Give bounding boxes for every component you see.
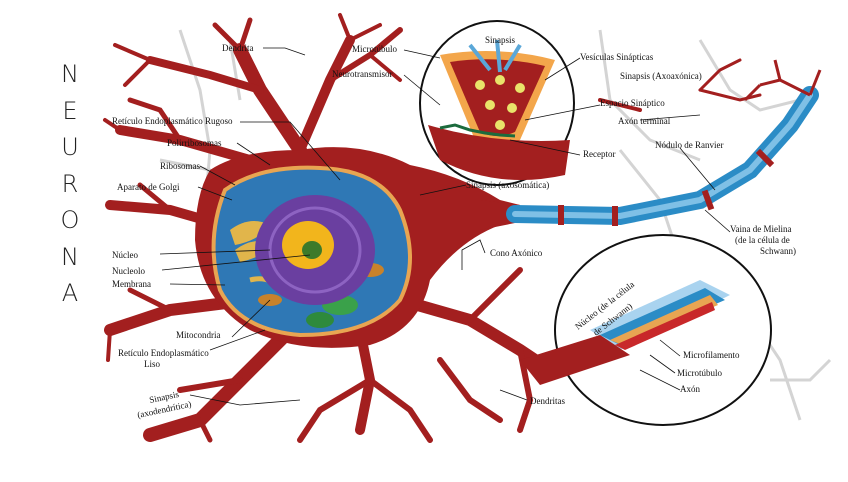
- label-axon-terminal: Axón terminal: [618, 116, 671, 126]
- label-receptor: Receptor: [583, 149, 615, 159]
- title-letter: U: [61, 133, 79, 161]
- axon-inset: [520, 234, 772, 426]
- title-letter: O: [60, 206, 80, 234]
- label-vesiculas: Vesículas Sinápticas: [580, 52, 654, 62]
- ranvier-nodes: [558, 148, 775, 226]
- title-letter: N: [61, 242, 79, 271]
- label-dendrita: Dendrita: [222, 43, 254, 53]
- title-letter: R: [61, 169, 79, 198]
- vertical-title: N E U R O N A: [50, 56, 90, 312]
- label-neurotransmisor: Neurotransmisor: [332, 69, 393, 79]
- label-reticulo-liso-2: Liso: [144, 359, 161, 369]
- leader-lines: [159, 47, 731, 406]
- synapse-inset: [419, 20, 575, 186]
- label-microtubulo-inset: Microtúbulo: [677, 368, 722, 378]
- label-ribosomas: Ribosomas: [160, 161, 201, 171]
- label-sinapsis-axosomatica: Sinapsis (axosomática): [466, 180, 549, 190]
- label-golgi: Aparato de Golgi: [117, 182, 180, 192]
- label-dendritas: Dendritas: [530, 396, 565, 406]
- label-polirribosomas: Polirribosomas: [167, 138, 222, 148]
- axon-terminal: [743, 59, 822, 102]
- label-nucleo: Núcleo: [112, 250, 138, 260]
- label-vaina-3: Schwann): [760, 246, 796, 256]
- label-mitocondria: Mitocondria: [176, 330, 221, 340]
- label-membrana: Membrana: [112, 279, 151, 289]
- label-microfilamento: Microfilamento: [683, 350, 740, 360]
- label-sinapsis-inset: Sinapsis: [485, 35, 516, 45]
- nucleus: [255, 195, 375, 305]
- label-sinapsis-axo: Sinapsis (Axoaxónica): [620, 71, 702, 81]
- label-microtubulo: Microtúbulo: [352, 44, 397, 54]
- label-axon: Axón: [680, 384, 700, 394]
- title-letter: A: [61, 279, 79, 307]
- label-vaina-2: (de la célula de: [735, 235, 790, 245]
- label-nodulo-ranvier: Nódulo de Ranvier: [655, 140, 723, 150]
- label-reticulo-rugoso: Retículo Endoplasmático Rugoso: [112, 116, 233, 126]
- dendrite-branches: [103, 13, 762, 443]
- label-nucleolo: Nucleolo: [112, 266, 145, 276]
- label-reticulo-liso-1: Retículo Endoplasmático: [118, 348, 209, 358]
- label-espacio-sinaptico: Espacio Sináptico: [600, 98, 665, 108]
- title-letter: E: [62, 96, 78, 125]
- label-cono-axonico: Cono Axónico: [490, 248, 543, 258]
- title-letter: N: [61, 60, 79, 88]
- label-vaina-1: Vaina de Mielina: [730, 224, 791, 234]
- myelinated-axon: [506, 86, 819, 226]
